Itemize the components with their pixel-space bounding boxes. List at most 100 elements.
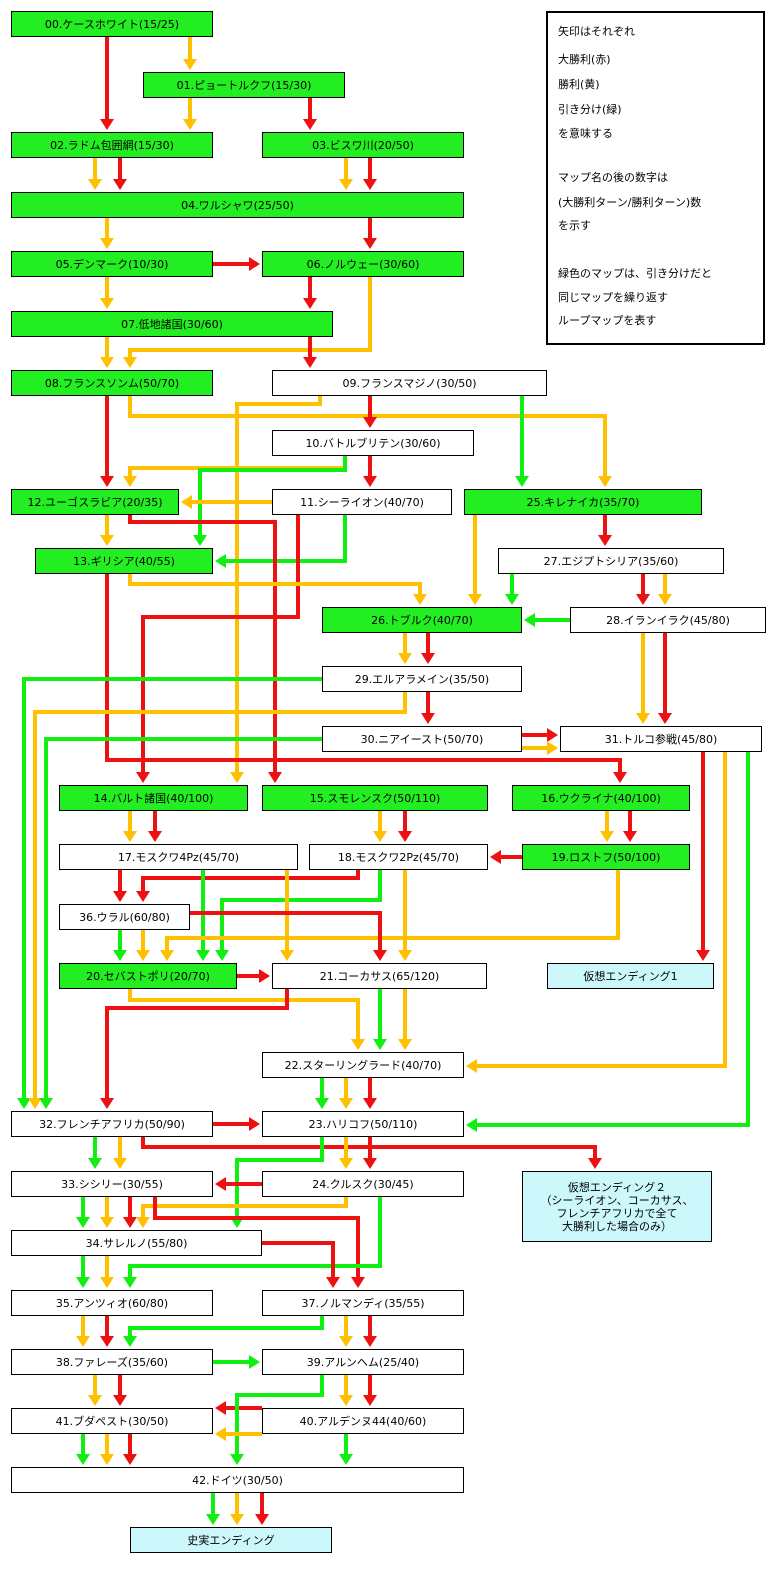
arrow-head <box>623 831 637 842</box>
arrow-head <box>160 950 174 961</box>
arrow-head <box>280 950 294 961</box>
arrow-head <box>123 1454 137 1465</box>
arrow-head <box>326 1277 340 1288</box>
map-node-n26: 26.トブルク(40/70) <box>322 607 522 633</box>
arrow-head <box>490 850 501 864</box>
arrow-head <box>249 257 260 271</box>
map-node-n33: 33.シシリー(30/55) <box>11 1171 213 1197</box>
arrow-head <box>547 741 558 755</box>
map-node-n37: 37.ノルマンディ(35/55) <box>262 1290 464 1316</box>
arrow-head <box>363 1395 377 1406</box>
arrow-head <box>249 1355 260 1369</box>
arrow-head <box>88 1395 102 1406</box>
arrow-head <box>658 713 672 724</box>
arrow-g-49 <box>477 752 750 1127</box>
arrow-head <box>524 613 535 627</box>
arrow-head <box>196 950 210 961</box>
arrow-head <box>363 1098 377 1109</box>
arrow-r-26 <box>128 515 277 772</box>
map-node-n00: 00.ケースホワイト(15/25) <box>11 11 213 37</box>
arrow-r-69 <box>105 989 289 1098</box>
map-node-n14: 14.バルト諸国(40/100) <box>59 785 248 811</box>
arrow-head <box>230 1514 244 1525</box>
arrow-head <box>398 831 412 842</box>
map-node-n21: 21.コーカサス(65/120) <box>272 963 487 989</box>
arrow-head <box>136 950 150 961</box>
arrow-head <box>100 298 114 309</box>
arrow-head <box>505 594 519 605</box>
arrow-head <box>363 179 377 190</box>
map-node-n32: 32.フレンチアフリカ(50/90) <box>11 1111 213 1137</box>
map-node-n28: 28.イランイラク(45/80) <box>570 607 766 633</box>
arrow-head <box>215 1177 226 1191</box>
map-node-n38: 38.ファレーズ(35/60) <box>11 1349 213 1375</box>
map-node-n02: 02.ラドム包囲網(15/30) <box>11 132 213 158</box>
legend-draw-label: 引き分け(緑) <box>558 103 622 116</box>
arrow-head <box>100 1454 114 1465</box>
map-node-n31: 31.トルコ参戦(45/80) <box>560 726 762 752</box>
map-node-n39: 39.アルンヘム(25/40) <box>262 1349 464 1375</box>
map-node-n42: 42.ドイツ(30/50) <box>11 1467 464 1493</box>
arrow-y-86 <box>141 1197 348 1217</box>
arrow-head <box>515 476 529 487</box>
map-node-n06: 06.ノルウェー(30/60) <box>262 251 464 277</box>
legend-intro: 矢印はそれぞれ <box>558 25 635 38</box>
arrow-head <box>468 594 482 605</box>
arrow-head <box>215 554 226 568</box>
arrow-head <box>547 728 558 742</box>
arrow-head <box>113 179 127 190</box>
arrow-head <box>255 1514 269 1525</box>
arrow-head <box>123 476 137 487</box>
map-node-n27: 27.エジプトシリア(35/60) <box>498 548 724 574</box>
map-node-n35: 35.アンツィオ(60/80) <box>11 1290 213 1316</box>
arrow-head <box>193 535 207 546</box>
arrow-g-94 <box>128 1316 324 1336</box>
arrow-head <box>123 1336 137 1347</box>
legend-note-6: ループマップを表す <box>558 314 657 327</box>
arrow-y-42 <box>33 692 407 1098</box>
map-node-n01: 01.ピョートルクフ(15/30) <box>143 72 345 98</box>
map-node-n29: 29.エルアラメイン(35/50) <box>322 666 522 692</box>
arrow-head <box>100 476 114 487</box>
arrow-head <box>351 1277 365 1288</box>
map-node-n20: 20.セバストポリ(20/70) <box>59 963 237 989</box>
arrow-head <box>215 1427 226 1441</box>
legend-note-4: 緑色のマップは、引き分けだと <box>558 267 712 280</box>
map-node-n08: 08.フランスソンム(50/70) <box>11 370 213 396</box>
arrow-r-66 <box>190 911 382 950</box>
arrow-head <box>136 772 150 783</box>
arrow-head <box>588 1158 602 1169</box>
arrow-head <box>230 1454 244 1465</box>
arrow-head <box>373 950 387 961</box>
arrow-head <box>398 653 412 664</box>
arrow-head <box>613 772 627 783</box>
arrow-head <box>658 594 672 605</box>
map-node-n07: 07.低地諸国(30/60) <box>11 311 333 337</box>
arrow-head <box>339 1336 353 1347</box>
legend-big-win-label: 大勝利(赤) <box>558 53 611 66</box>
arrow-y-48 <box>477 752 727 1068</box>
arrow-head <box>215 1401 226 1415</box>
arrow-r-32 <box>105 574 622 772</box>
map-node-n41: 41.ブダペスト(30/50) <box>11 1408 213 1434</box>
arrow-head <box>351 1039 365 1050</box>
map-node-n03: 03.ビスワ川(20/50) <box>262 132 464 158</box>
arrow-head <box>100 1098 114 1109</box>
map-node-n19: 19.ロストフ(50/100) <box>522 844 690 870</box>
arrow-y-31 <box>128 574 422 594</box>
arrow-head <box>413 594 427 605</box>
arrow-head <box>183 119 197 130</box>
arrow-head <box>136 891 150 902</box>
map-node-n12: 12.ユーゴスラビア(20/35) <box>11 489 179 515</box>
arrow-head <box>76 1277 90 1288</box>
arrow-head <box>421 653 435 664</box>
arrow-head <box>28 1098 42 1109</box>
arrow-head <box>76 1454 90 1465</box>
arrow-head <box>598 476 612 487</box>
arrow-head <box>363 1336 377 1347</box>
arrow-head <box>100 357 114 368</box>
arrow-head <box>636 594 650 605</box>
arrow-head <box>100 1277 114 1288</box>
map-node-n30: 30.ニアイースト(50/70) <box>322 726 522 752</box>
arrow-head <box>339 1098 353 1109</box>
